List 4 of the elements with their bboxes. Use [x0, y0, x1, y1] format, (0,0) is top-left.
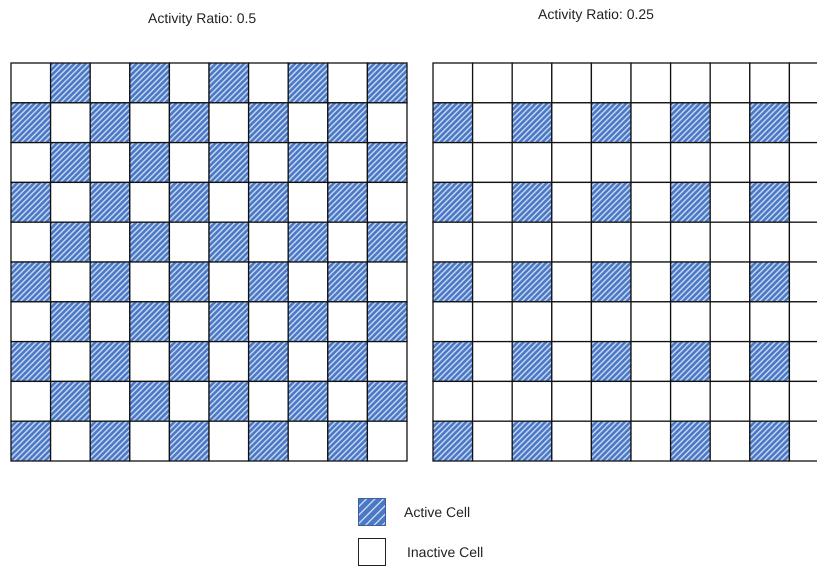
legend-label: Active Cell: [404, 504, 470, 520]
grid-title: Activity Ratio: 0.25: [538, 6, 654, 22]
grid-title: Activity Ratio: 0.5: [148, 10, 256, 26]
legend-label: Inactive Cell: [407, 544, 484, 560]
